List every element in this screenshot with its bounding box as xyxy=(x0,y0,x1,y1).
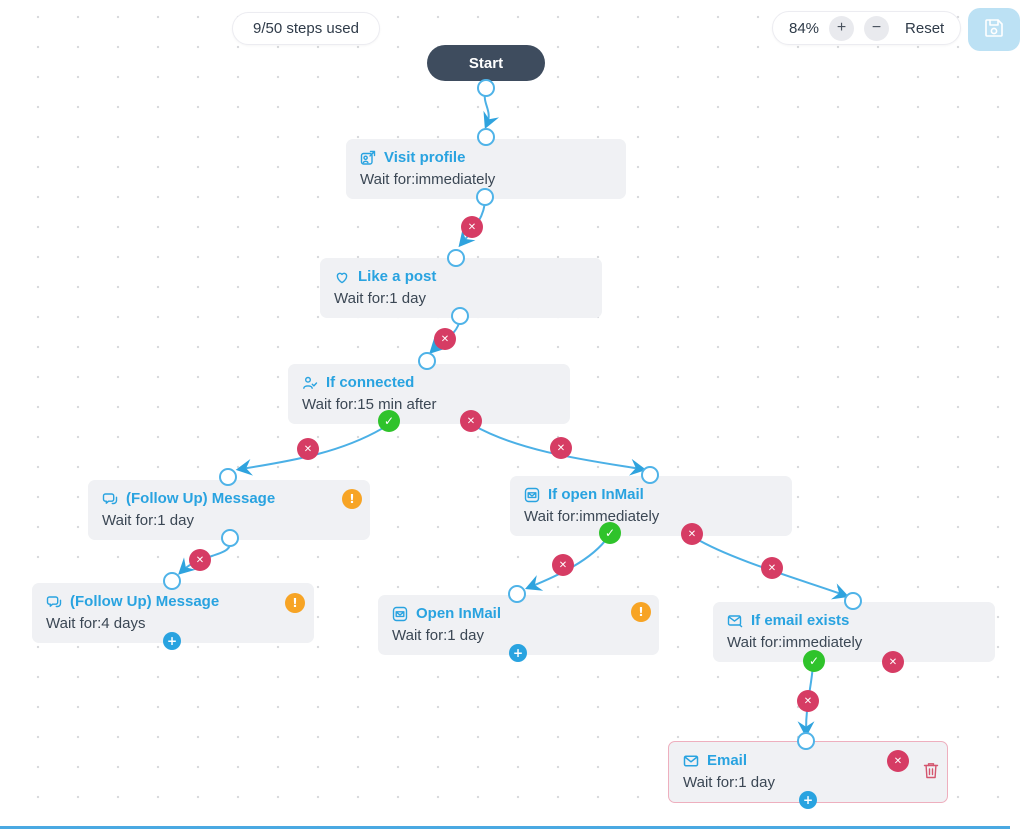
node-wait-text: Wait for:immediately xyxy=(727,634,863,651)
zoom-in-button[interactable]: + xyxy=(829,15,855,41)
port-followup1-bottom[interactable] xyxy=(221,529,239,547)
node-title: If connected xyxy=(326,374,415,391)
port-ifopeninmail-top[interactable] xyxy=(641,466,659,484)
node-title: Email xyxy=(707,752,748,769)
bottom-scroll-line xyxy=(0,826,1010,829)
port-followup2-top[interactable] xyxy=(163,572,181,590)
node-wait-text: Wait for:1 day xyxy=(683,774,775,791)
inmail-icon xyxy=(524,487,540,503)
envelope-icon xyxy=(683,753,699,769)
node-title: Visit profile xyxy=(384,149,466,166)
zoom-level-label: 84% xyxy=(789,19,820,37)
floppy-disk-icon xyxy=(983,17,1005,42)
save-button[interactable] xyxy=(968,8,1020,51)
steps-used-badge: 9/50 steps used xyxy=(232,12,380,45)
delete-connection-icon[interactable]: ✕ xyxy=(797,690,819,712)
delete-connection-icon[interactable]: ✕ xyxy=(761,557,783,579)
port-visit-top[interactable] xyxy=(477,128,495,146)
delete-connection-icon[interactable]: ✕ xyxy=(552,554,574,576)
branch-yes-icon: ✓ xyxy=(378,410,400,432)
delete-connection-icon[interactable]: ✕ xyxy=(550,437,572,459)
delete-connection-icon[interactable]: ✕ xyxy=(461,216,483,238)
node-title: Open InMail xyxy=(416,605,502,622)
node-wait-text: Wait for:4 days xyxy=(46,615,146,632)
node-title: (Follow Up) Message xyxy=(126,490,276,507)
node-title: If open InMail xyxy=(548,486,644,503)
port-like-top[interactable] xyxy=(447,249,465,267)
node-if-open-inmail[interactable]: If open InMail Wait for:immediately xyxy=(510,476,792,536)
warning-icon: ! xyxy=(342,489,362,509)
start-node[interactable]: Start xyxy=(427,45,545,81)
delete-connection-icon[interactable]: ✕ xyxy=(189,549,211,571)
node-follow-up-message-2[interactable]: (Follow Up) Message Wait for:4 days xyxy=(32,583,314,643)
branch-yes-icon: ✓ xyxy=(599,522,621,544)
node-wait-text: Wait for:immediately xyxy=(524,508,660,525)
node-wait-text: Wait for:immediately xyxy=(360,171,496,188)
chat-bubbles-icon xyxy=(46,594,62,610)
port-ifemailexists-top[interactable] xyxy=(844,592,862,610)
port-start-bottom[interactable] xyxy=(477,79,495,97)
delete-node-icon[interactable]: ✕ xyxy=(887,750,909,772)
zoom-controls: 84% + − Reset xyxy=(772,11,962,45)
delete-connection-icon[interactable]: ✕ xyxy=(297,438,319,460)
trash-icon[interactable] xyxy=(923,761,940,785)
node-if-email-exists[interactable]: If email exists Wait for:immediately xyxy=(713,602,995,662)
branch-no-icon[interactable]: ✕ xyxy=(882,651,904,673)
port-followup1-top[interactable] xyxy=(219,468,237,486)
node-wait-text: Wait for:1 day xyxy=(334,290,426,307)
chat-bubbles-icon xyxy=(102,491,118,507)
person-check-icon xyxy=(302,375,318,391)
node-title: If email exists xyxy=(751,612,850,629)
plus-icon: + xyxy=(836,19,847,36)
node-wait-text: Wait for:15 min after xyxy=(302,396,437,413)
port-ifconnected-top[interactable] xyxy=(418,352,436,370)
node-if-connected[interactable]: If connected Wait for:15 min after xyxy=(288,364,570,424)
add-step-button[interactable]: + xyxy=(799,791,817,809)
branch-no-icon[interactable]: ✕ xyxy=(681,523,703,545)
branch-no-icon[interactable]: ✕ xyxy=(460,410,482,432)
warning-icon: ! xyxy=(631,602,651,622)
node-title: Like a post xyxy=(358,268,437,285)
warning-icon: ! xyxy=(285,593,305,613)
node-wait-text: Wait for:1 day xyxy=(392,627,484,644)
port-like-bottom[interactable] xyxy=(451,307,469,325)
heart-icon xyxy=(334,269,350,285)
zoom-out-button[interactable]: − xyxy=(864,15,890,41)
branch-yes-icon: ✓ xyxy=(803,650,825,672)
profile-visit-icon xyxy=(360,150,376,166)
add-step-button[interactable]: + xyxy=(509,644,527,662)
port-visit-bottom[interactable] xyxy=(476,188,494,206)
steps-used-label: 9/50 steps used xyxy=(253,20,359,37)
port-email-top[interactable] xyxy=(797,732,815,750)
port-openinmail-top[interactable] xyxy=(508,585,526,603)
start-label: Start xyxy=(468,54,504,72)
delete-connection-icon[interactable]: ✕ xyxy=(434,328,456,350)
node-wait-text: Wait for:1 day xyxy=(102,512,194,529)
reset-zoom-button[interactable]: Reset xyxy=(905,19,945,37)
inmail-icon xyxy=(392,606,408,622)
add-step-button[interactable]: + xyxy=(163,632,181,650)
node-title: (Follow Up) Message xyxy=(70,593,220,610)
email-check-icon xyxy=(727,613,743,629)
minus-icon: − xyxy=(871,19,882,36)
